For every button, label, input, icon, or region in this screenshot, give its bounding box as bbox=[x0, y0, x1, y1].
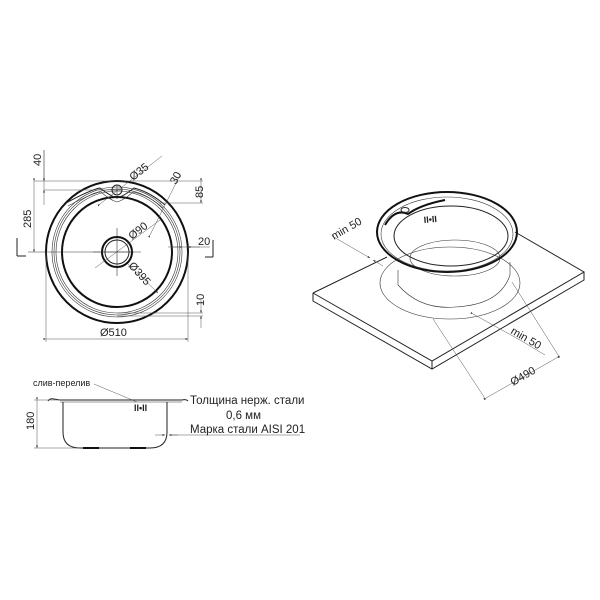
dim-d490: Ø490 bbox=[509, 365, 538, 389]
overflow-mark: II•II bbox=[134, 403, 147, 413]
side-bowl bbox=[62, 402, 168, 449]
side-view: слив-перелив II•II 180 bbox=[25, 378, 300, 449]
dim-20: 20 bbox=[198, 236, 210, 248]
side-rim bbox=[47, 398, 189, 402]
note-thickness-label: Толщина нерж. стали bbox=[190, 395, 304, 407]
iso-rim bbox=[376, 191, 518, 273]
dim-285: 285 bbox=[22, 210, 34, 228]
dim-30: 30 bbox=[168, 170, 184, 186]
overflow-label: слив-перелив bbox=[33, 378, 90, 388]
dim-180: 180 bbox=[25, 412, 37, 430]
note-thickness-value: 0,6 мм bbox=[226, 410, 261, 422]
note-steel-grade: Марка стали AISI 201 bbox=[190, 424, 305, 436]
cutout bbox=[379, 246, 521, 320]
material-notes: Толщина нерж. стали 0,6 мм Марка стали A… bbox=[190, 395, 305, 436]
top-view: 285 40 Ø35 30 85 Ø90 Ø395 20 bbox=[16, 150, 214, 342]
dim-min50-left: min 50 bbox=[330, 216, 365, 243]
dim-d510: Ø510 bbox=[100, 327, 127, 339]
iso-overflow-mark: II•II bbox=[423, 214, 437, 225]
dim-85: 85 bbox=[194, 186, 206, 198]
dim-10: 10 bbox=[195, 294, 207, 306]
dim-d90: Ø90 bbox=[126, 220, 150, 242]
dim-min50-right: min 50 bbox=[509, 325, 544, 352]
countertop-top bbox=[312, 231, 585, 362]
dim-d35: Ø35 bbox=[127, 161, 151, 183]
iso-faucet-hole bbox=[400, 207, 410, 213]
isometric-view: II•II min 50 min 50 Ø490 bbox=[312, 191, 585, 401]
dim-40: 40 bbox=[32, 154, 44, 166]
countertop-edge bbox=[312, 272, 585, 370]
